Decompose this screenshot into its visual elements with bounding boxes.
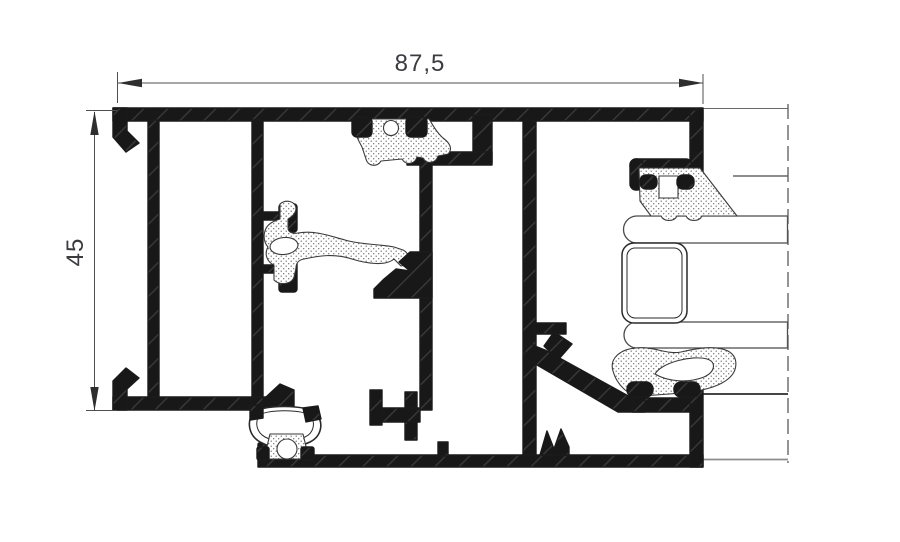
dimension-height-label: 45 [62, 238, 89, 267]
dimension-height: 45 [62, 110, 117, 411]
bead-grip-left [639, 174, 658, 190]
gasket-hole [382, 119, 400, 137]
central-gasket [263, 200, 409, 285]
spacer-bar [621, 242, 688, 324]
bottom-grip-left [626, 381, 654, 398]
pocket-clip-right [405, 116, 428, 138]
arrow-up [90, 111, 99, 135]
frame-wall-outer [147, 119, 160, 399]
glass-pane-inner [623, 321, 789, 349]
gasket-hole [276, 438, 298, 460]
gasket-bulb-inner [256, 410, 314, 442]
arrow-right [679, 78, 703, 88]
sash-band-stub [437, 441, 449, 457]
gasket-notch [658, 175, 679, 199]
pocket-clip-left [351, 116, 373, 138]
foot-clip-left [256, 446, 270, 461]
gasket-hole [269, 236, 299, 256]
glazing-unit [621, 104, 789, 463]
frame-top-left-lip [112, 107, 140, 153]
glass-pane-outer [622, 215, 789, 244]
sash-z-hook-bar [533, 322, 567, 335]
bulb-hook-right [302, 405, 322, 423]
bead-grip-right [676, 174, 695, 190]
sash-wall-right [522, 120, 537, 456]
frame-wall-inner [251, 119, 264, 399]
arrow-left [118, 78, 142, 88]
bottom-frame-gasket [248, 405, 322, 460]
frame-bottom-band [112, 396, 271, 411]
sash-rebate-teeth [539, 428, 570, 456]
bottom-grip-right [673, 381, 701, 398]
sash-claw [373, 251, 433, 299]
sash-t-stub [369, 389, 383, 426]
sash-crossbar [381, 407, 421, 423]
gasket-hole [654, 357, 714, 382]
top-glazing-gasket [638, 167, 738, 222]
dimension-width: 87,5 [117, 50, 704, 104]
aluminium-profiles [112, 107, 704, 468]
sash-bottom-band [257, 454, 704, 468]
foot-clip-right [300, 446, 315, 461]
dimension-width-label: 87,5 [395, 50, 446, 77]
gasket-clips [249, 116, 701, 461]
arrow-down [90, 387, 99, 411]
bulb-hook-left [249, 403, 264, 421]
frame-bottom-left-lip [112, 367, 140, 411]
